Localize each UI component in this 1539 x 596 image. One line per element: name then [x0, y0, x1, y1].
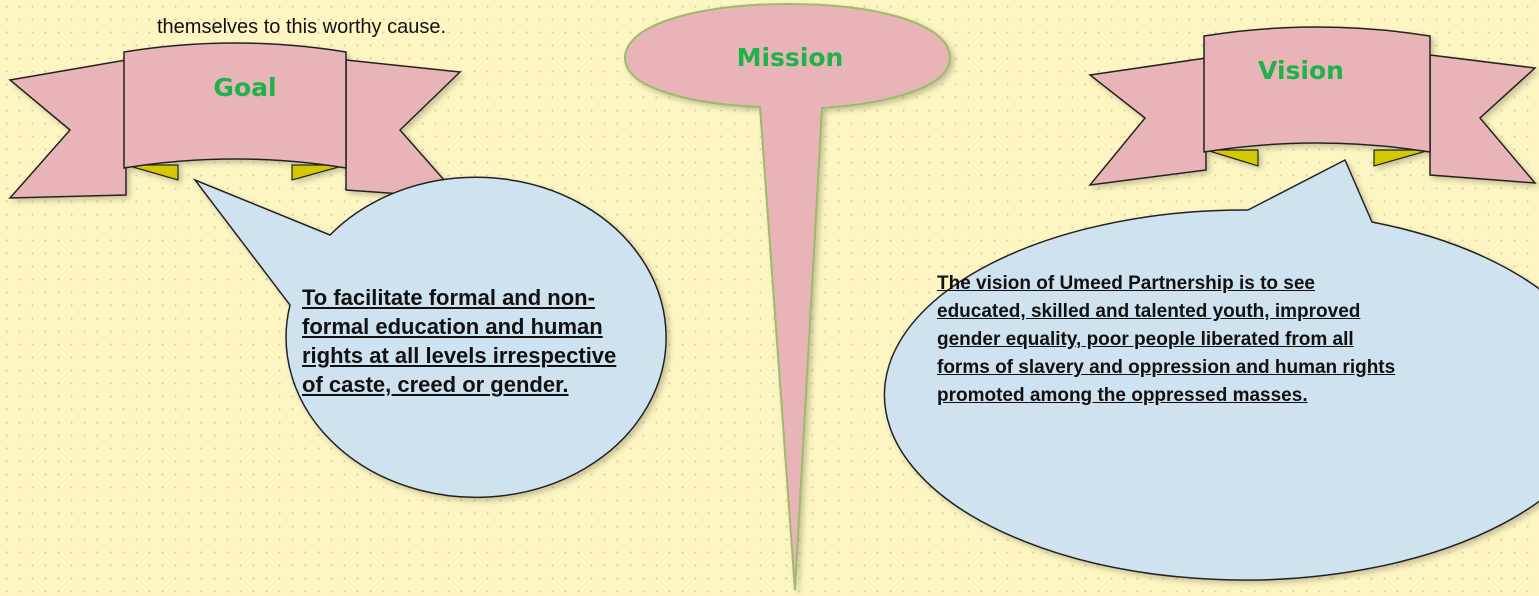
vision-label: Vision: [1258, 56, 1344, 85]
mission-callout-shape: [623, 2, 952, 591]
vision-ribbon-banner: [1088, 26, 1537, 186]
intro-text: themselves to this worthy cause.: [157, 16, 447, 38]
goal-statement: To facilitate formal and non-formal educ…: [302, 285, 617, 397]
goal-speech-bubble: [192, 176, 667, 499]
goal-label: Goal: [213, 73, 277, 102]
vision-statement: The vision of Umeed Partnership is to se…: [937, 273, 1396, 406]
vision-speech-bubble: [883, 158, 1539, 581]
mission-label: Mission: [736, 43, 844, 72]
goal-ribbon-banner: [8, 42, 462, 199]
